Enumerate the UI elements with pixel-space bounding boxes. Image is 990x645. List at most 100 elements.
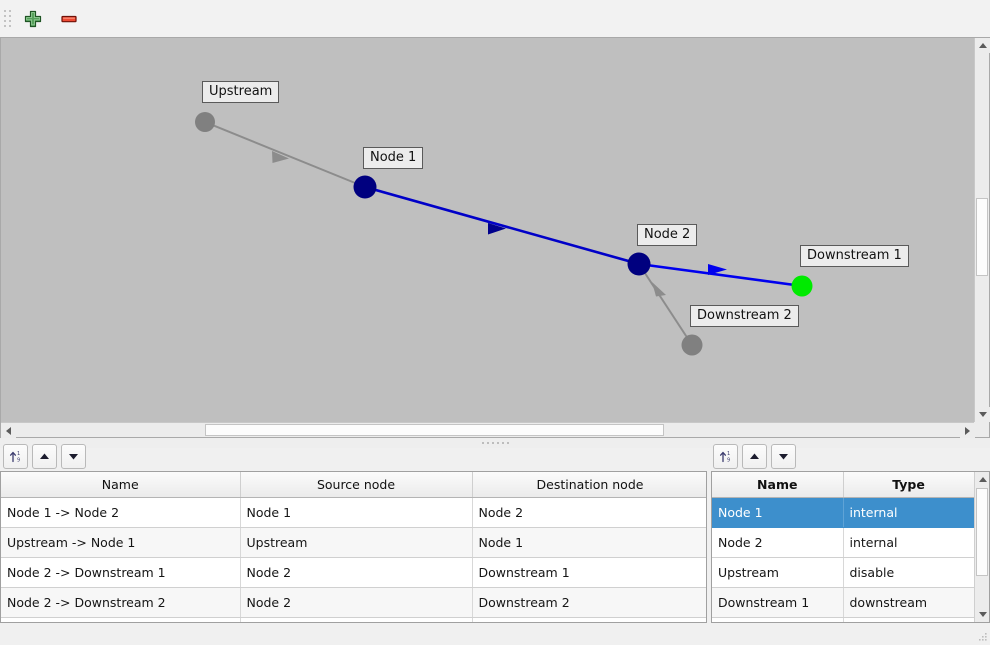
add-button[interactable] xyxy=(17,4,49,34)
nodes-sort-button[interactable]: 1 9 xyxy=(713,443,738,469)
table-row[interactable]: Node 1 -> Node 2 Node 1 Node 2 xyxy=(1,497,706,528)
cell-type[interactable]: internal xyxy=(843,527,975,558)
chevron-down-icon xyxy=(978,412,987,417)
nodes-move-up-button[interactable] xyxy=(742,443,767,469)
cell-destination-node[interactable]: Downstream 2 xyxy=(472,587,706,618)
cell-source-node[interactable]: Node 2 xyxy=(240,557,473,588)
arrow-up-icon xyxy=(40,453,49,459)
edge-node2-downstream1 xyxy=(638,262,803,288)
nodes-table-vertical-scrollbar[interactable] xyxy=(974,472,989,622)
window-resize-grip[interactable] xyxy=(976,631,988,643)
column-header-name[interactable]: Name xyxy=(1,472,241,498)
cell-name[interactable]: Upstream -> Node 1 xyxy=(1,527,241,558)
column-header-source-node[interactable]: Source node xyxy=(240,472,473,498)
edge-node2-downstream1-arrow xyxy=(708,264,727,275)
cell-empty xyxy=(712,617,844,622)
cell-empty xyxy=(472,617,706,622)
graph-vertical-scrollbar[interactable] xyxy=(974,38,990,422)
main-toolbar xyxy=(0,0,990,38)
node-label-node1[interactable]: Node 1 xyxy=(363,147,424,169)
arrow-down-icon xyxy=(69,453,78,459)
cell-name[interactable]: Downstream 1 xyxy=(712,587,844,618)
scroll-up-button[interactable] xyxy=(975,38,990,53)
cell-destination-node[interactable]: Node 1 xyxy=(472,527,706,558)
cell-type[interactable]: downstream xyxy=(843,587,975,618)
cell-name[interactable]: Upstream xyxy=(712,557,844,588)
vertical-scrollbar-thumb[interactable] xyxy=(976,198,988,276)
splitter-dots xyxy=(481,442,509,444)
graph-edges xyxy=(204,121,803,346)
graph-horizontal-scrollbar[interactable] xyxy=(1,422,975,438)
svg-text:9: 9 xyxy=(17,457,20,463)
cell-name[interactable]: Node 2 -> Downstream 1 xyxy=(1,557,241,588)
nodes-table-header-row: Name Type xyxy=(712,472,989,498)
remove-button[interactable] xyxy=(53,4,85,34)
cell-empty xyxy=(240,617,473,622)
nodes-move-down-button[interactable] xyxy=(771,443,796,469)
nodes-scroll-down-button[interactable] xyxy=(975,607,989,622)
cell-type[interactable]: disable xyxy=(843,557,975,588)
horizontal-scrollbar-thumb[interactable] xyxy=(205,424,664,436)
nodes-scroll-up-button[interactable] xyxy=(975,472,989,487)
splitter-handle[interactable] xyxy=(0,438,990,448)
table-empty-area xyxy=(712,617,989,622)
cell-name[interactable]: Node 2 -> Downstream 2 xyxy=(1,587,241,618)
toolbar-drag-handle[interactable] xyxy=(3,8,13,30)
scrollbar-corner xyxy=(974,422,989,437)
arrow-down-icon xyxy=(779,453,788,459)
cell-destination-node[interactable]: Downstream 1 xyxy=(472,557,706,588)
edges-move-down-button[interactable] xyxy=(61,443,86,469)
column-header-name[interactable]: Name xyxy=(712,472,844,498)
edge-node2-downstream2 xyxy=(638,263,693,346)
svg-text:1: 1 xyxy=(17,451,20,457)
cell-empty xyxy=(843,617,975,622)
scroll-right-button[interactable] xyxy=(960,423,975,438)
edges-move-up-button[interactable] xyxy=(32,443,57,469)
table-row[interactable]: Node 1 internal xyxy=(712,497,989,528)
cell-name[interactable]: Node 1 xyxy=(712,497,844,528)
cell-name[interactable]: Node 1 -> Node 2 xyxy=(1,497,241,528)
cell-empty xyxy=(1,617,241,622)
nodes-vertical-scrollbar-thumb[interactable] xyxy=(976,488,988,576)
table-row[interactable]: Upstream -> Node 1 Upstream Node 1 xyxy=(1,527,706,558)
edges-sort-button[interactable]: 1 9 xyxy=(3,443,28,469)
edge-node2-downstream2-arrow xyxy=(652,282,666,297)
edges-table-grid: Name Source node Destination node Node 1… xyxy=(1,472,706,622)
cell-source-node[interactable]: Node 2 xyxy=(240,587,473,618)
edge-upstream-node1 xyxy=(204,121,366,188)
scroll-left-button[interactable] xyxy=(1,423,16,438)
graph-node-downstream1 xyxy=(791,275,813,297)
nodes-table-toolbar: 1 9 xyxy=(713,443,800,469)
graph-node-upstream xyxy=(195,112,215,132)
scroll-down-button[interactable] xyxy=(975,407,990,422)
graph-panel[interactable]: Upstream Node 1 Node 2 Downstream 1 Down… xyxy=(0,37,990,438)
sort-icon: 1 9 xyxy=(719,451,730,463)
graph-node-node2 xyxy=(627,252,651,276)
column-header-type[interactable]: Type xyxy=(843,472,975,498)
chevron-left-icon xyxy=(6,426,11,435)
edge-upstream-node1-arrow xyxy=(272,151,289,163)
edges-table[interactable]: Name Source node Destination node Node 1… xyxy=(0,471,707,623)
node-label-upstream[interactable]: Upstream xyxy=(202,81,280,103)
column-header-destination-node[interactable]: Destination node xyxy=(472,472,706,498)
table-row[interactable]: Downstream 1 downstream xyxy=(712,587,989,618)
table-row[interactable]: Upstream disable xyxy=(712,557,989,588)
nodes-table[interactable]: Name Type Node 1 internal Node 2 interna… xyxy=(711,471,990,623)
cell-source-node[interactable]: Upstream xyxy=(240,527,473,558)
edge-node1-node2 xyxy=(364,185,640,266)
node-label-downstream1[interactable]: Downstream 1 xyxy=(800,245,909,267)
table-row[interactable]: Node 2 internal xyxy=(712,527,989,558)
table-row[interactable]: Node 2 -> Downstream 2 Node 2 Downstream… xyxy=(1,587,706,618)
cell-name[interactable]: Node 2 xyxy=(712,527,844,558)
table-row[interactable]: Node 2 -> Downstream 1 Node 2 Downstream… xyxy=(1,557,706,588)
minus-icon xyxy=(61,15,77,22)
cell-type[interactable]: internal xyxy=(843,497,975,528)
arrow-up-icon xyxy=(750,453,759,459)
node-label-downstream2[interactable]: Downstream 2 xyxy=(690,305,799,327)
node-label-node2[interactable]: Node 2 xyxy=(637,224,698,246)
chevron-down-icon xyxy=(978,612,987,617)
cell-source-node[interactable]: Node 1 xyxy=(240,497,473,528)
cell-destination-node[interactable]: Node 2 xyxy=(472,497,706,528)
graph-canvas[interactable]: Upstream Node 1 Node 2 Downstream 1 Down… xyxy=(1,38,975,422)
chevron-up-icon xyxy=(978,43,987,48)
